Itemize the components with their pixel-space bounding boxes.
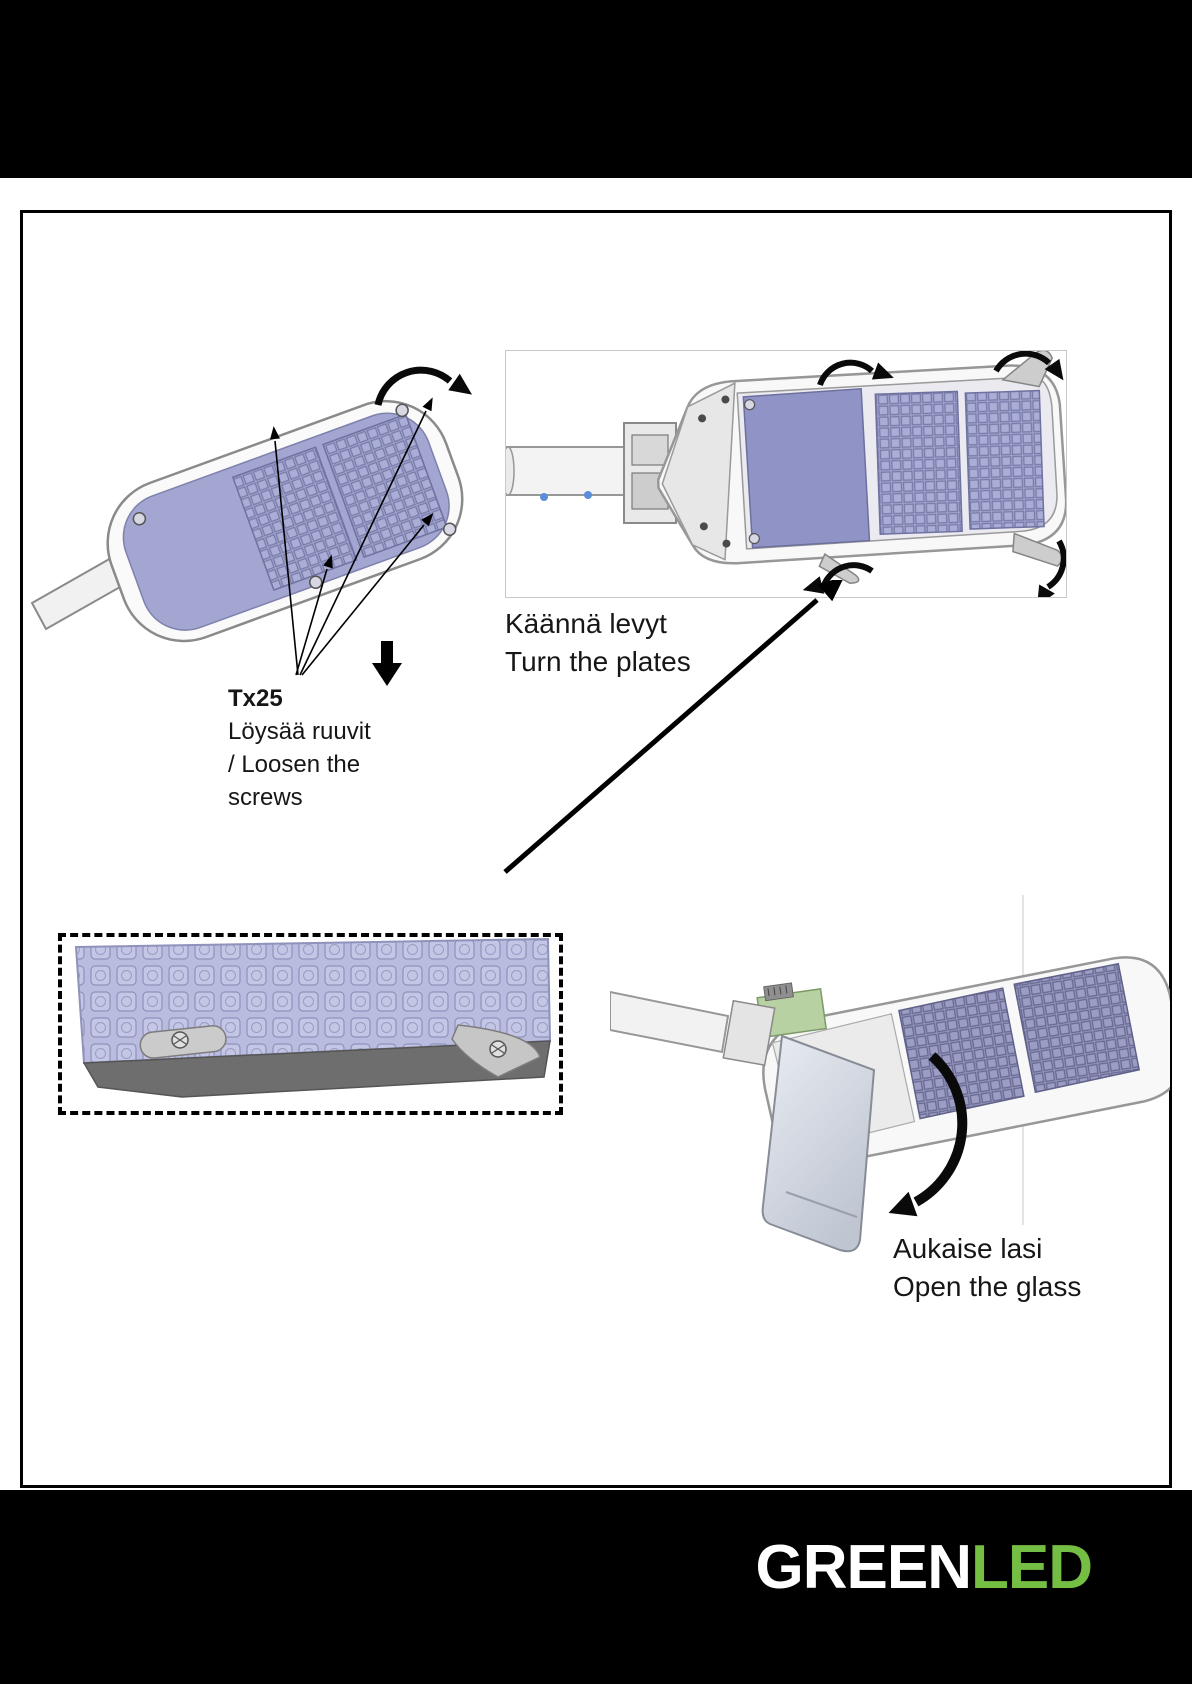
detail-zoom-box	[58, 933, 563, 1115]
turn-plates-caption: Käännä levyt Turn the plates	[505, 605, 691, 681]
down-arrow-icon	[372, 641, 402, 686]
logo-text-green: GREEN	[755, 1533, 972, 1602]
step2-illustration-box	[501, 349, 1068, 607]
tool-size-label: Tx25	[228, 685, 283, 712]
pole	[505, 446, 627, 496]
screw-pointer-arrows	[274, 410, 427, 676]
luminaire-body	[656, 349, 1068, 585]
loosen-screws-caption: Tx25 Löysää ruuvit / Loosen the screws	[228, 682, 371, 814]
open-glass-panel	[761, 1034, 876, 1253]
rotate-arrow-icon	[374, 366, 473, 406]
endcap-screws	[698, 395, 731, 548]
top-black-band	[0, 0, 1192, 178]
step2-illustration-turn-plates	[501, 349, 1068, 607]
luminaire-body	[106, 399, 464, 643]
turn-plates-fi: Käännä levyt	[505, 608, 667, 639]
open-glass-caption: Aukaise lasi Open the glass	[893, 1230, 1081, 1306]
detail-turned-plates	[74, 937, 552, 1098]
screws	[132, 403, 457, 589]
pointer-arrow-icon	[503, 580, 845, 874]
rotate-arrow-icons	[817, 350, 1067, 590]
mounting-bracket	[722, 999, 776, 1067]
rotate-arrow-icon	[888, 1052, 968, 1217]
logo-text-led: LED	[971, 1533, 1093, 1602]
loosen-screws-en-2: screws	[228, 784, 303, 811]
indicator-dot	[584, 491, 592, 499]
step3-illustration-open-glass	[610, 956, 1170, 1253]
step1-illustration-loosen-screws	[30, 366, 473, 676]
bottom-black-band: GREENLED	[0, 1490, 1192, 1684]
rotate-arrowheads	[802, 358, 1064, 607]
content-frame: Käännä levyt Turn the plates Tx25 Löysää…	[20, 210, 1172, 1488]
purple-plate	[742, 387, 871, 549]
loosen-screws-fi: Löysää ruuvit	[228, 718, 371, 745]
driver-board	[756, 982, 827, 1039]
pole	[610, 990, 730, 1054]
open-glass-en: Open the glass	[893, 1271, 1082, 1302]
open-glass-fi: Aukaise lasi	[893, 1233, 1043, 1264]
greenled-logo: GREENLED	[755, 1532, 1093, 1603]
indicator-dot	[540, 493, 548, 501]
loosen-screws-en-1: / Loosen the	[228, 751, 361, 778]
turn-plates-en: Turn the plates	[505, 646, 691, 677]
pointer-arrowheads	[270, 397, 434, 569]
